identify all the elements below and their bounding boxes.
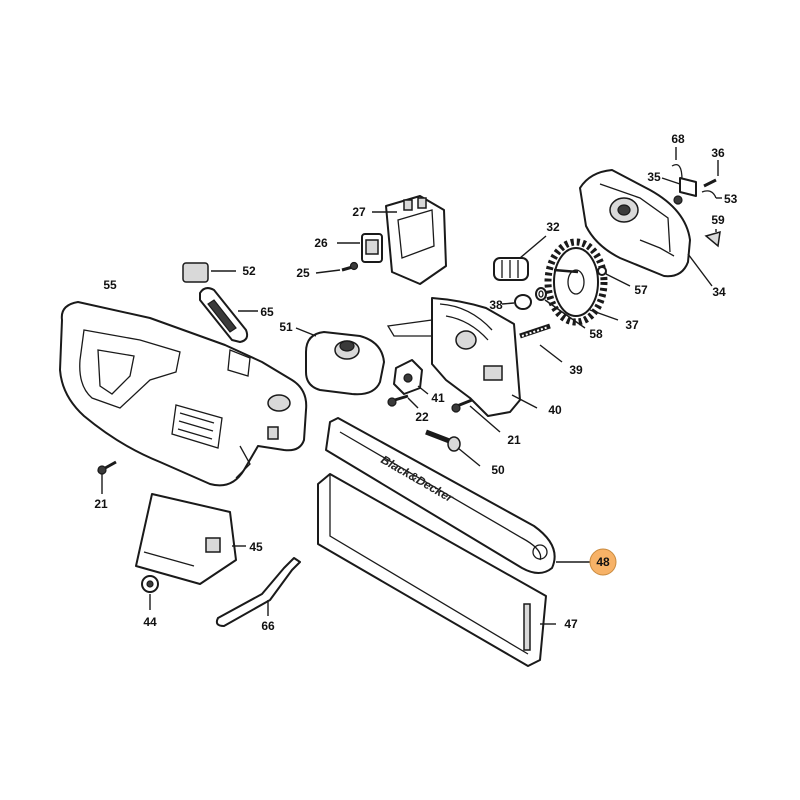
callout-48: 48 <box>596 555 610 569</box>
part-36-screw <box>703 160 719 188</box>
part-45-guard <box>135 493 246 585</box>
callout-37: 37 <box>625 318 639 332</box>
part-50-tensioner <box>425 429 481 467</box>
part-35-bracket <box>661 177 697 197</box>
part-55-handle-housing <box>59 301 308 487</box>
part-58-washer <box>535 287 586 329</box>
callout-68: 68 <box>671 132 685 146</box>
callout-59: 59 <box>711 213 725 227</box>
part-39-bolt <box>519 323 563 363</box>
part-38-bushing <box>501 294 532 310</box>
callout-21b: 21 <box>94 497 108 511</box>
callout-52: 52 <box>242 264 256 278</box>
part-57-washer <box>597 266 631 287</box>
callout-66: 66 <box>261 619 275 633</box>
callout-50: 50 <box>491 463 505 477</box>
callout-36: 36 <box>711 146 725 160</box>
part-22-screw <box>387 394 419 409</box>
part-40-chassis <box>386 297 538 417</box>
part-51-oil-tank <box>295 327 385 396</box>
part-26-switch <box>337 233 383 263</box>
part-68-hose <box>671 147 683 181</box>
callout-38: 38 <box>489 298 503 312</box>
callout-65: 65 <box>260 305 274 319</box>
callout-25: 25 <box>296 266 310 280</box>
part-27-switch-housing <box>372 195 447 285</box>
callout-26: 26 <box>314 236 328 250</box>
callout-47: 47 <box>564 617 578 631</box>
callout-21a: 21 <box>507 433 521 447</box>
part-59-clip <box>704 229 721 248</box>
callout-48-highlight <box>589 548 617 576</box>
part-44-nut <box>141 575 159 610</box>
callout-44: 44 <box>143 615 157 629</box>
callout-32: 32 <box>546 220 560 234</box>
part-65-trigger <box>199 287 258 343</box>
callout-45: 45 <box>249 540 263 554</box>
part-53-clip <box>701 190 722 199</box>
callout-22: 22 <box>415 410 429 424</box>
part-37-gear <box>544 238 619 326</box>
part-32-pinion <box>493 235 547 281</box>
callout-34: 34 <box>712 285 726 299</box>
callout-53: 53 <box>724 192 738 206</box>
callout-51: 51 <box>279 320 293 334</box>
part-41-sprocket <box>393 359 429 395</box>
callout-58: 58 <box>589 327 603 341</box>
callout-27: 27 <box>352 205 366 219</box>
callout-35: 35 <box>647 170 661 184</box>
callout-57: 57 <box>634 283 648 297</box>
callout-40: 40 <box>548 403 562 417</box>
part-52-cap <box>182 262 236 283</box>
callout-55: 55 <box>103 278 117 292</box>
callout-41: 41 <box>431 391 445 405</box>
part-21b-screw <box>97 460 117 494</box>
part-47-bar-cover <box>317 473 556 667</box>
callout-39: 39 <box>569 363 583 377</box>
part-21a-screw <box>451 398 501 433</box>
part-66-lever <box>215 557 301 627</box>
part-34-motor-housing <box>579 169 713 287</box>
callout-labels: 68 36 35 53 27 59 32 26 52 25 57 34 55 3… <box>94 132 737 633</box>
part-25-screw <box>315 261 359 274</box>
